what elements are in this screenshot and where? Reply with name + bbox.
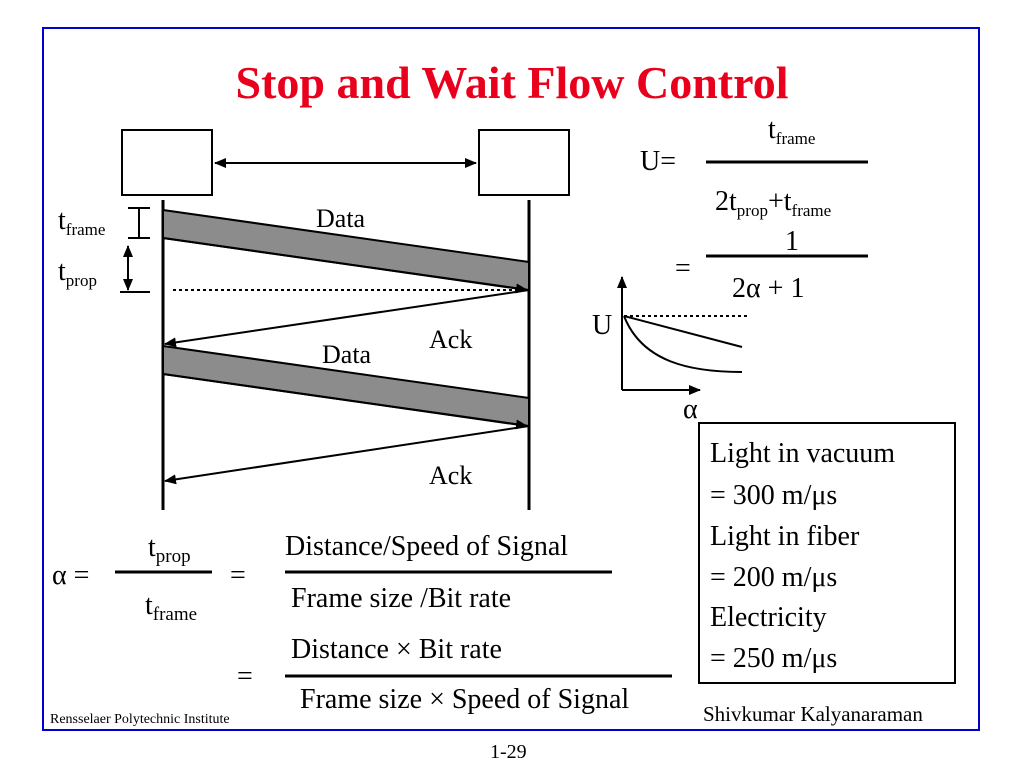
speed-line-3: Light in fiber [710, 521, 860, 552]
alpha-numerator: tprop [148, 532, 191, 567]
u-equals: U= [640, 146, 677, 177]
utilization-graph [617, 276, 748, 395]
signal-speed-box: Light in vacuum = 300 m/μs Light in fibe… [698, 422, 956, 684]
graph-x-label: α [683, 394, 698, 425]
alpha-numerator-2: Distance × Bit rate [291, 634, 502, 665]
sender-station [121, 129, 213, 196]
alpha-denominator: tframe [145, 590, 198, 625]
u-equals-2: = [675, 253, 691, 284]
alpha-numerator-1: Distance/Speed of Signal [285, 531, 569, 562]
alpha-equals-2: = [237, 661, 253, 692]
slide-title: Stop and Wait Flow Control [235, 57, 789, 108]
ack-arrow-2 [164, 425, 530, 485]
ack-arrow-1 [164, 289, 530, 348]
speed-line-5: Electricity [710, 602, 827, 633]
speed-line-2: = 300 m/μs [710, 480, 838, 511]
alpha-equals-1: = [230, 560, 246, 591]
graph-linear-curve [623, 315, 743, 348]
page-number: 1-29 [490, 741, 527, 763]
slide-border [42, 27, 980, 731]
ack-label-1: Ack [429, 325, 473, 354]
speed-line-6: = 250 m/μs [710, 643, 838, 674]
receiver-station [478, 129, 570, 196]
ack-label-2: Ack [429, 461, 473, 490]
graph-hyperbolic-curve [623, 315, 743, 373]
t-prop-label: tprop [58, 256, 97, 290]
t-frame-label: tframe [58, 205, 106, 239]
author-footer: Shivkumar Kalyanaraman [703, 702, 923, 726]
u-numerator-2: 1 [785, 226, 799, 257]
data-label-2: Data [322, 340, 372, 369]
u-denominator-2: 2α + 1 [732, 273, 805, 304]
institution-footer: Rensselaer Polytechnic Institute [50, 712, 230, 727]
speed-line-1: Light in vacuum [710, 438, 896, 469]
alpha-denominator-1: Frame size /Bit rate [291, 583, 512, 614]
graph-y-label: U [592, 310, 613, 341]
alpha-denominator-2: Frame size × Speed of Signal [300, 684, 630, 715]
speed-line-4: = 200 m/μs [710, 562, 838, 593]
u-denominator: 2tprop+tframe [715, 186, 832, 220]
data-label-1: Data [316, 204, 366, 233]
u-numerator: tframe [768, 114, 816, 148]
alpha-lhs: α = [52, 560, 90, 591]
